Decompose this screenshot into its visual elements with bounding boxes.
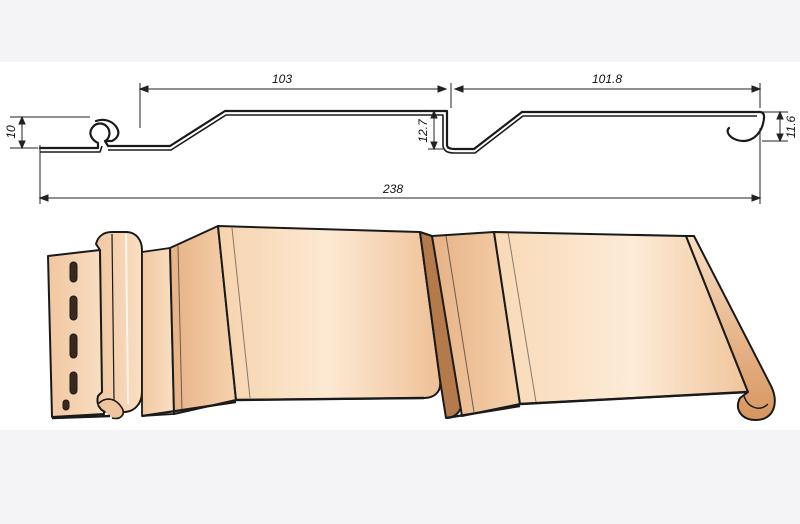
profile-inner-line (40, 114, 757, 154)
siding-panel-3d (47, 225, 776, 421)
dim-label-238: 238 (382, 182, 403, 196)
top-background-band (0, 0, 800, 62)
panel-bottom-curl (685, 235, 776, 421)
bottom-background-band (0, 430, 800, 524)
dim-label-10: 10 (4, 125, 18, 139)
panel-top-flat (141, 247, 175, 417)
dimension-lines (10, 83, 788, 204)
panel-face-1 (217, 225, 442, 401)
dim-label-12-7: 12.7 (416, 118, 430, 143)
profile-section (38, 109, 766, 154)
dim-label-103: 103 (272, 72, 292, 86)
locking-hook (95, 231, 143, 413)
nail-slots (62, 261, 78, 411)
profile-outline (38, 109, 766, 151)
nailing-hem (47, 249, 105, 418)
dim-label-101-8: 101.8 (592, 72, 622, 86)
dim-label-11-6: 11.6 (784, 115, 798, 138)
